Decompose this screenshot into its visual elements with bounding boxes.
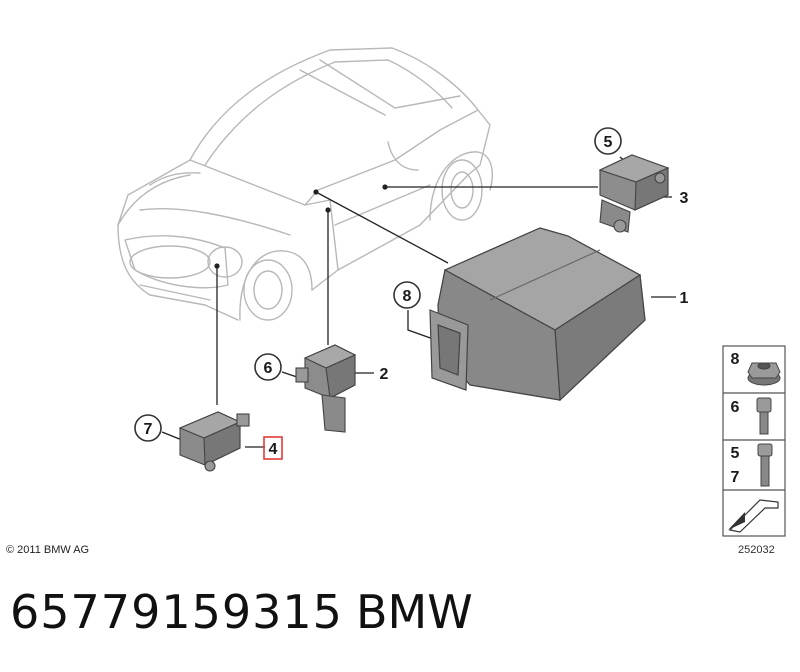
legend-label-short-bolt: 6 <box>731 399 740 416</box>
label-part-4-highlighted: 4 <box>263 436 283 460</box>
car-outline <box>117 47 493 321</box>
brand-name: BMW <box>356 585 473 639</box>
sensor-part-2 <box>295 344 357 433</box>
figure-code: 252032 <box>738 544 775 556</box>
label-part-1: 1 <box>680 290 689 307</box>
callout-5: 5 <box>594 127 622 155</box>
long-bolt-icon <box>757 443 773 487</box>
legend-label-nut: 8 <box>731 351 740 368</box>
bracket-module-part-3 <box>598 154 670 233</box>
callout-6: 6 <box>254 353 282 381</box>
copyright-text: © 2011 BMW AG <box>6 544 89 556</box>
label-part-3: 3 <box>680 190 689 207</box>
svg-text:4: 4 <box>269 441 278 458</box>
callout-8: 8 <box>393 281 421 309</box>
part-number: 65779159315 <box>10 585 343 639</box>
label-part-2: 2 <box>380 366 389 383</box>
flange-nut-icon <box>747 362 781 386</box>
control-unit-part-1 <box>429 227 646 402</box>
svg-text:8: 8 <box>403 288 412 305</box>
svg-text:6: 6 <box>264 360 273 377</box>
sensor-part-4 <box>178 411 250 472</box>
short-bolt-icon <box>756 397 772 435</box>
callout-7: 7 <box>134 414 162 442</box>
hardware-legend: 8 6 5 7 <box>722 345 786 537</box>
legend-label-long-bolt-5: 5 <box>731 445 740 462</box>
direction-arrow-icon <box>728 499 779 533</box>
legend-label-long-bolt-7: 7 <box>731 469 740 486</box>
svg-text:5: 5 <box>604 134 613 151</box>
svg-text:7: 7 <box>144 421 153 438</box>
leader-dots <box>214 184 388 269</box>
